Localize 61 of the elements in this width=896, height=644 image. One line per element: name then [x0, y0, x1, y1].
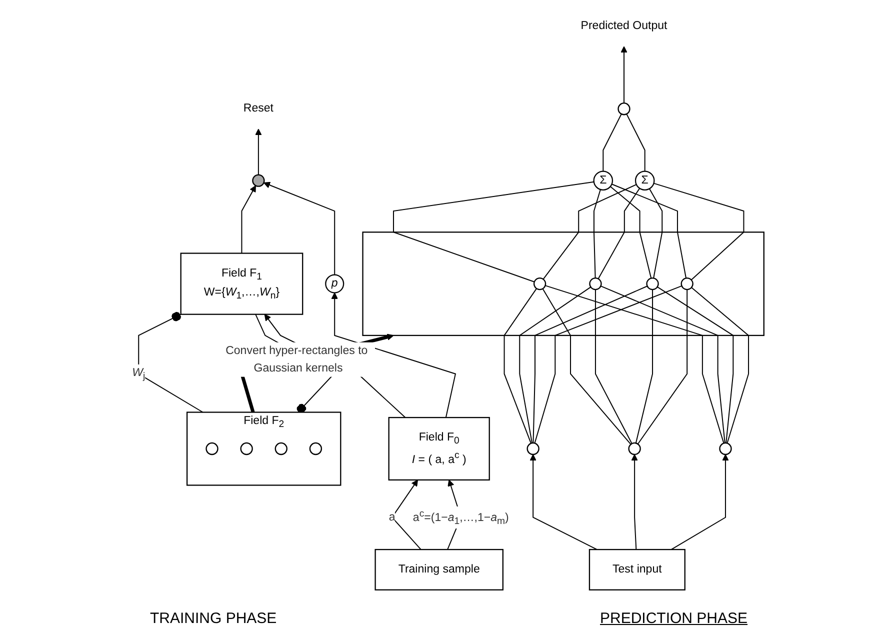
- node-box: Field F$_{0}$ I = ( a, a$^{c}$ ): [388, 416, 490, 480]
- connector: [393, 181, 594, 282]
- node-circle: p: [325, 274, 344, 294]
- cluster: Field F$_{2}$: [186, 412, 342, 486]
- connector: [519, 286, 592, 444]
- node-circle: Σ: [634, 170, 655, 190]
- connector: [534, 285, 682, 444]
- connector: [626, 114, 646, 172]
- connector: [656, 286, 734, 444]
- node-circle: [533, 277, 546, 290]
- node-circle: [646, 277, 659, 290]
- node-circle: [309, 442, 322, 456]
- node-box: Test input: [588, 548, 686, 590]
- connector: [544, 285, 724, 444]
- connector: [594, 289, 632, 444]
- node-circle: [719, 442, 732, 456]
- arrow: [620, 46, 628, 104]
- connector: [542, 288, 632, 445]
- cluster: [362, 232, 764, 336]
- connector: [138, 312, 204, 413]
- node-circle: [526, 442, 540, 456]
- connector: [653, 182, 744, 280]
- node-box: Field F$_{1}$ W={W$_{1}$,…,W$_{n}$}: [180, 252, 304, 315]
- node-text: Reset: [243, 102, 274, 115]
- edge-label: W$_{j}$: [132, 366, 146, 382]
- arrow: [530, 454, 598, 550]
- node-circle: [274, 442, 288, 456]
- node-text: Predicted Output: [580, 19, 668, 32]
- connector: [593, 189, 601, 279]
- arrow: [255, 128, 262, 176]
- connector: [598, 188, 640, 280]
- arrow: [263, 182, 336, 276]
- connector: [602, 114, 622, 172]
- node-circle: [618, 102, 630, 116]
- connector: [542, 184, 637, 280]
- connector: [532, 286, 648, 444]
- phase-label: TRAINING PHASE: [150, 610, 277, 627]
- node-circle: [680, 277, 694, 290]
- arrow: [631, 454, 638, 550]
- connector: [611, 184, 687, 279]
- connector: [691, 287, 750, 444]
- node-circle: [628, 442, 641, 456]
- arrow: [241, 185, 256, 254]
- connector: [610, 186, 652, 279]
- edge-label: a$^{c}$=(1−a$_{1}$,…,1−a$_{m}$): [412, 508, 509, 526]
- node-circle: Σ: [593, 170, 614, 190]
- connector: [635, 289, 654, 444]
- connector: [504, 288, 538, 444]
- connector: [600, 286, 726, 444]
- node-circle: [589, 277, 602, 290]
- node-circle: [240, 442, 253, 456]
- connector: [637, 289, 688, 445]
- phase-label: PREDICTION PHASE: [600, 610, 748, 627]
- node-circle: [206, 442, 218, 456]
- edge-label: Convert hyper-rectangles to Gaussian kernels: [226, 344, 368, 374]
- arrow: [331, 292, 456, 418]
- arrow: [670, 454, 729, 550]
- node-circle: [252, 174, 265, 187]
- connector: [648, 188, 663, 279]
- edge-label: a: [388, 510, 396, 524]
- node-box: Training sample: [374, 548, 504, 590]
